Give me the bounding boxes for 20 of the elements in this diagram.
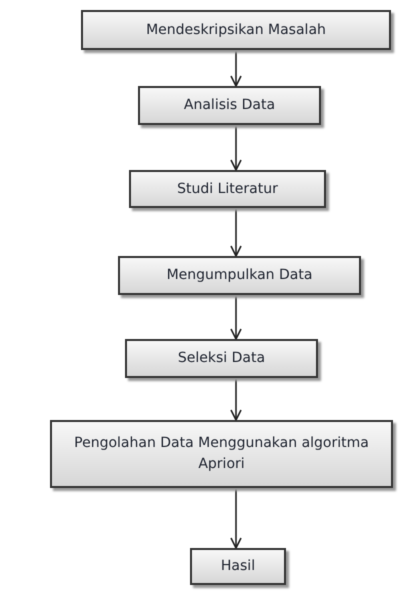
arrow [230, 208, 242, 257]
step-label: Hasil [220, 557, 256, 576]
step-label: Analisis Data [182, 96, 276, 115]
process-box [138, 86, 321, 125]
arrow [230, 378, 242, 421]
step-label: Mengumpulkan Data [166, 266, 314, 285]
process-box [190, 548, 286, 585]
arrow [230, 125, 242, 171]
process-box [81, 10, 391, 50]
arrow [230, 295, 242, 340]
process-box [125, 339, 318, 378]
arrow [230, 50, 242, 87]
process-box [50, 420, 393, 488]
process-box [118, 256, 361, 295]
process-box [129, 170, 326, 208]
arrow [230, 488, 242, 549]
step-label: Seleksi Data [176, 349, 266, 368]
step-label: Studi Literatur [176, 180, 279, 198]
step-label: Mendeskripsikan Masalah [145, 20, 327, 40]
step-label: Pengolahan Data Menggunakan algoritma Apriori [73, 434, 370, 474]
